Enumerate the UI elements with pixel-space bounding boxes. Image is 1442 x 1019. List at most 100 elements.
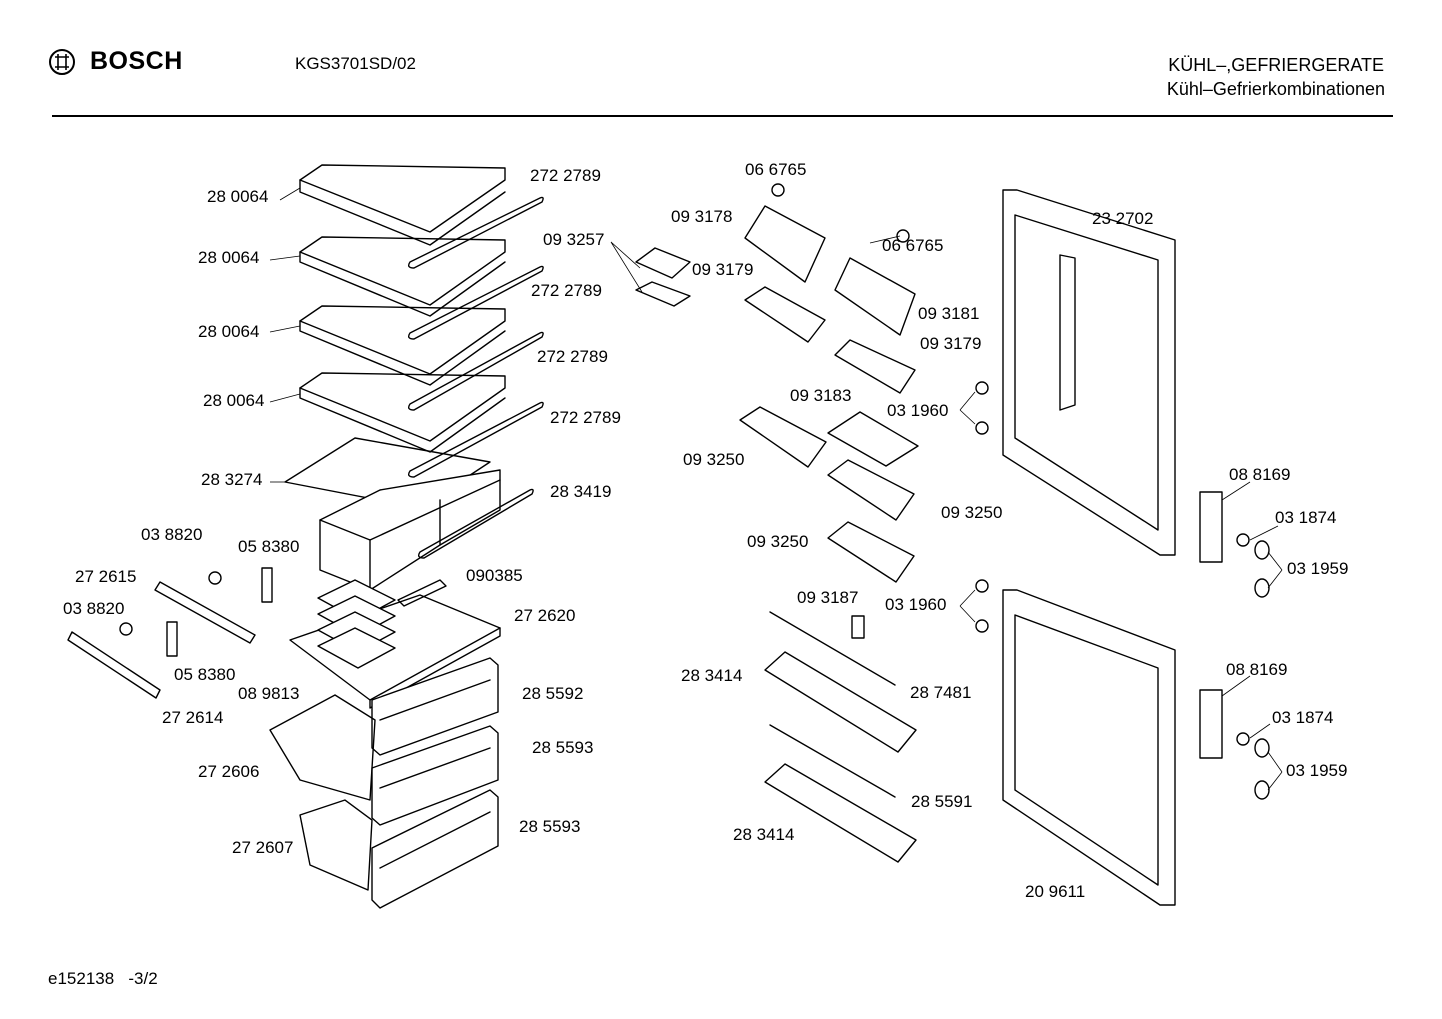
part-label: 09 3250 — [683, 450, 744, 469]
part-label: 28 0064 — [203, 391, 264, 410]
header-divider — [52, 115, 1393, 117]
part-label: 27 2615 — [75, 567, 136, 586]
part-label: 272 2789 — [530, 166, 601, 185]
part-label: 08 8169 — [1226, 660, 1287, 679]
part-label: 23 2702 — [1092, 209, 1153, 228]
door-tray-093250-b — [827, 459, 915, 521]
part-label: 28 7481 — [910, 683, 971, 702]
category-subtitle: Kühl–Gefrierkombinationen — [1166, 79, 1385, 99]
freezer-door — [1002, 589, 1176, 906]
butter-dish — [635, 247, 691, 307]
document-id: e152138 — [48, 969, 115, 988]
door-tray-093179-b — [834, 339, 916, 394]
part-label: 09 3181 — [918, 304, 979, 323]
part-label: 28 5591 — [911, 792, 972, 811]
part-label: 03 1959 — [1286, 761, 1347, 780]
side-rail-lower — [67, 631, 161, 699]
crisper-rail — [417, 488, 534, 559]
part-label: 28 5593 — [532, 738, 593, 757]
brand-header: BOSCH — [48, 47, 183, 76]
door-stop-031874-upper — [1236, 533, 1250, 547]
part-label: 28 0064 — [207, 187, 268, 206]
part-labels: 28 0064 272 2789 28 0064 272 2789 28 006… — [63, 160, 1348, 901]
part-label: 28 3419 — [550, 482, 611, 501]
part-label: 272 2789 — [550, 408, 621, 427]
part-label: 03 8820 — [141, 525, 202, 544]
screw-066765-a — [771, 183, 785, 197]
part-label: 06 6765 — [882, 236, 943, 255]
part-label: 272 2789 — [531, 281, 602, 300]
door-tray-093250-a — [739, 406, 827, 468]
part-label: 09 3179 — [692, 260, 753, 279]
egg-tray — [827, 411, 919, 467]
screws-031960-lower — [959, 579, 989, 633]
freezer-drawer-front-3 — [371, 789, 499, 909]
part-label: 27 2607 — [232, 838, 293, 857]
wire-basket-1 — [269, 694, 376, 801]
hinge-088169-lower — [1199, 689, 1223, 759]
bosch-logo-icon — [49, 48, 75, 75]
leader-lines — [269, 187, 1283, 791]
bracket-058380-b — [166, 621, 178, 657]
part-label: 03 8820 — [63, 599, 124, 618]
part-label: 09 3250 — [941, 503, 1002, 522]
screws-031960-upper — [959, 381, 989, 435]
part-label: 20 9611 — [1025, 882, 1085, 901]
washer-031959-upper — [1254, 540, 1270, 598]
freezer-drawer-front-2 — [371, 725, 499, 826]
dairy-compartment-093178 — [744, 205, 826, 283]
part-label: 28 0064 — [198, 248, 259, 267]
brand-name: BOSCH — [90, 47, 183, 75]
part-label: 03 1874 — [1272, 708, 1333, 727]
part-label: 28 3414 — [733, 825, 794, 844]
clip-093187 — [851, 615, 865, 639]
wire-basket-2 — [299, 799, 373, 891]
door-tray-093179-a — [744, 286, 826, 343]
door-tray-093250-c — [827, 521, 915, 583]
part-label: 03 1874 — [1275, 508, 1336, 527]
part-label: 28 5592 — [522, 684, 583, 703]
part-label: 08 8169 — [1229, 465, 1290, 484]
part-label: 27 2620 — [514, 606, 575, 625]
part-label: 09 3179 — [920, 334, 981, 353]
bracket-058380-a — [261, 567, 273, 603]
part-label: 272 2789 — [537, 347, 608, 366]
glass-rail-1 — [407, 196, 544, 269]
wire-shelf-4 — [299, 372, 506, 453]
screw-038820-a — [208, 571, 222, 585]
category-title: KÜHL–,GEFRIERGERATE — [1168, 55, 1384, 75]
glass-rail-4 — [407, 401, 544, 478]
part-label: 28 5593 — [519, 817, 580, 836]
wire-shelf-1 — [299, 164, 506, 246]
glass-rail-3 — [407, 331, 544, 411]
page-footer: e152138 -3/2 — [48, 969, 158, 989]
part-label: 06 6765 — [745, 160, 806, 179]
part-label: 03 1959 — [1287, 559, 1348, 578]
freezer-drawer-front-1 — [371, 657, 499, 756]
part-label: 090385 — [466, 566, 523, 585]
part-label: 05 8380 — [238, 537, 299, 556]
bottle-rack-283414-b — [764, 724, 917, 863]
door-stop-031874-lower — [1236, 732, 1250, 746]
part-label: 08 9813 — [238, 684, 299, 703]
part-label: 27 2606 — [198, 762, 259, 781]
part-label: 09 3183 — [790, 386, 851, 405]
crisper-drawer — [319, 469, 501, 591]
part-label: 05 8380 — [174, 665, 235, 684]
part-label: 03 1960 — [885, 595, 946, 614]
washer-031959-lower — [1254, 738, 1270, 800]
part-label: 09 3257 — [543, 230, 604, 249]
dairy-compartment-093181 — [834, 257, 916, 336]
fridge-door — [1002, 189, 1176, 556]
part-label: 09 3187 — [797, 588, 858, 607]
ice-cube-trays — [317, 579, 396, 669]
part-label: 03 1960 — [887, 401, 948, 420]
screw-038820-b — [119, 622, 133, 636]
part-label: 09 3250 — [747, 532, 808, 551]
glass-rail-2 — [407, 265, 544, 340]
page-number: -3/2 — [128, 969, 158, 988]
part-label: 27 2614 — [162, 708, 223, 727]
side-rail-upper — [154, 581, 256, 644]
part-label: 28 0064 — [198, 322, 259, 341]
